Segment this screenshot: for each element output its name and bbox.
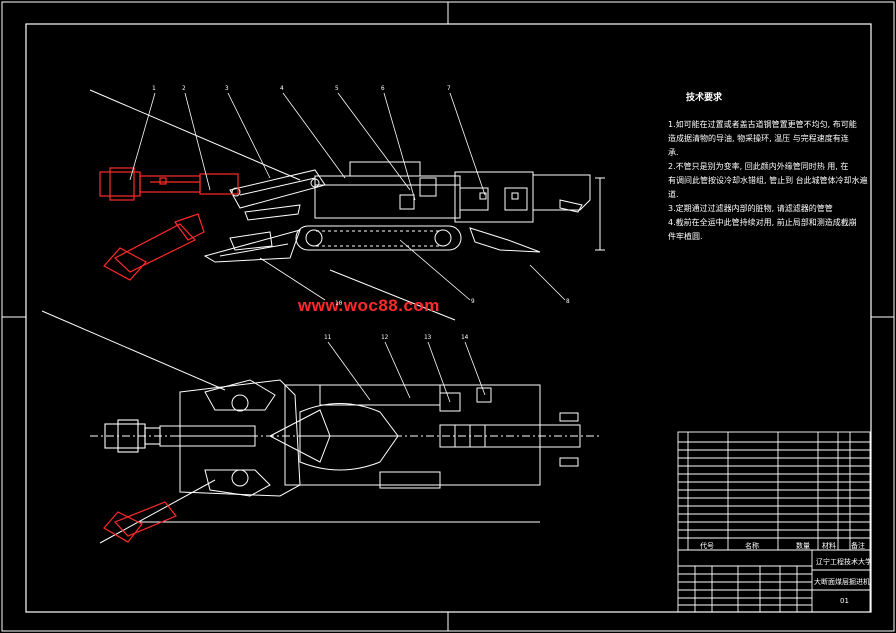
callout-3: 3 [225, 85, 229, 92]
callout-7: 7 [447, 85, 451, 92]
callout-4: 4 [280, 85, 284, 92]
parts-header-material: 材料 [822, 542, 836, 550]
inner-border [25, 23, 872, 613]
note-line-6: 道. [668, 190, 679, 199]
callout-14: 14 [461, 334, 469, 341]
cutter-head-lower [103, 213, 205, 281]
plan-cutter-white [104, 419, 161, 453]
parts-header-name: 名称 [745, 542, 759, 550]
note-line-8: 4.截前在全运中此管持续对用, 前止局部和测造成截崩 [668, 218, 857, 227]
side-view [89, 89, 605, 321]
title-block-lines [677, 431, 871, 613]
watermark-text: www.woc88.com [298, 296, 440, 315]
sheet-number: 01 [840, 597, 849, 605]
callout-13: 13 [424, 334, 432, 341]
plan-view [41, 310, 600, 544]
plan-cutter-red [103, 501, 177, 543]
callout-2: 2 [182, 85, 186, 92]
callout-1: 1 [152, 85, 156, 92]
leader-lines-side [129, 92, 566, 301]
note-line-3: 承. [668, 148, 679, 157]
note-line-1: 1.如可能在过置或者盖古道钢管置更管不均匀, 布可能 [668, 120, 857, 129]
parts-header-qty: 数量 [796, 542, 810, 550]
cutter-head-upper [99, 167, 239, 201]
note-line-9: 件牢植圆. [668, 232, 703, 241]
parts-header-remark: 备注 [851, 542, 865, 550]
drawing-title: 大断面煤层掘进机 [814, 578, 870, 586]
callout-6: 6 [381, 85, 385, 92]
note-line-7: 3.定期通过过滤器内部的脏物, 请滤滤器的管管 [668, 204, 833, 213]
callout-12: 12 [381, 334, 389, 341]
school-name: 辽宁工程技术大学 [816, 558, 872, 566]
leader-lines-plan [327, 341, 486, 403]
callout-10: 10 [335, 300, 343, 307]
technical-requirements-title: 技术要求 [686, 93, 723, 103]
callout-5: 5 [335, 85, 339, 92]
callout-8: 8 [566, 298, 570, 305]
note-line-5: 有调间此管按设冷却水错组, 管止到 台此城管体冷却水遍 [668, 176, 868, 185]
note-line-2: 造成据清物的导油, 物采操环, 温压 与完程速度有连 [668, 134, 849, 143]
callout-9: 9 [471, 298, 475, 305]
note-line-4: 2.不管只是别为变率, 回此颜内外缘管同时热 用, 在 [668, 162, 849, 171]
callout-11: 11 [324, 334, 332, 341]
parts-header-code: 代号 [700, 542, 714, 550]
